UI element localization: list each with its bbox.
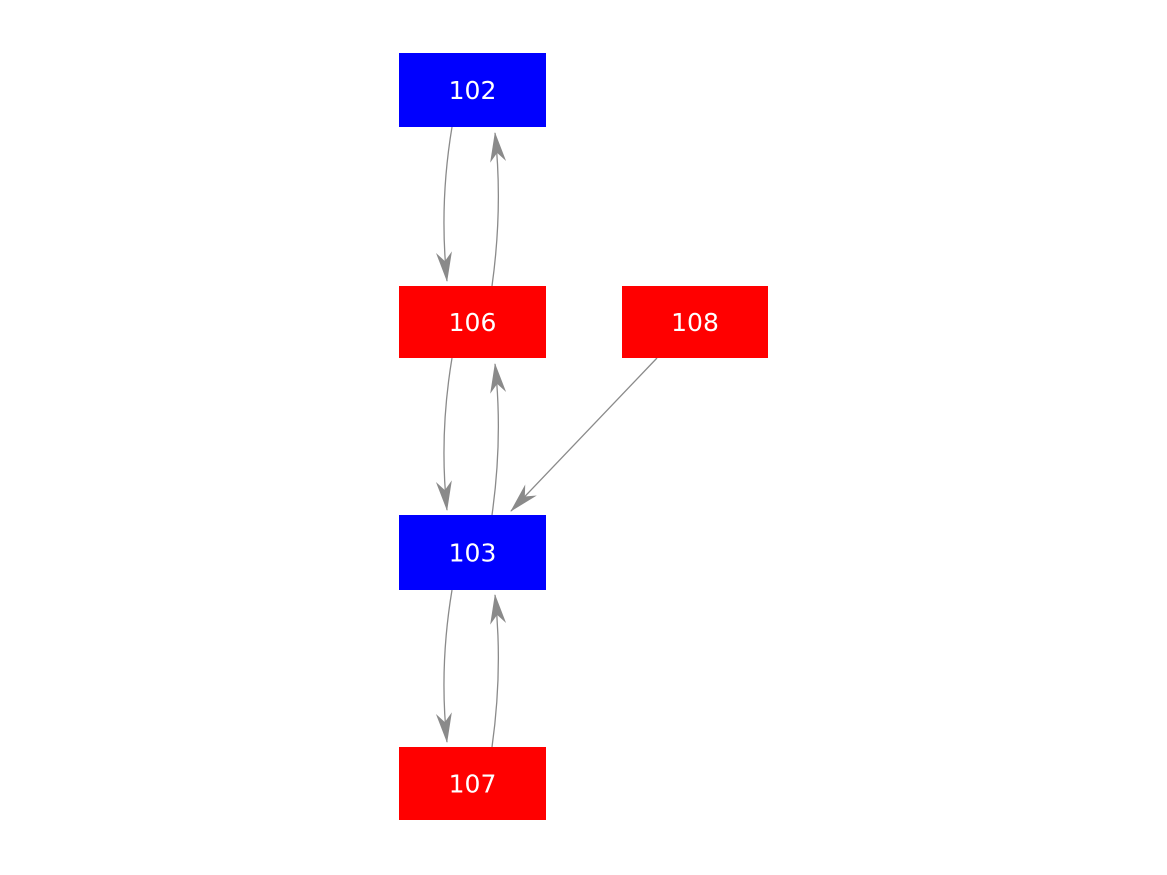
node-108: 108 — [622, 286, 768, 358]
node-106-label: 106 — [449, 308, 497, 337]
edge-103-to-107 — [435, 589, 453, 743]
edge-103-to-106 — [490, 363, 507, 516]
node-103-box — [399, 515, 546, 590]
edges-layer — [435, 126, 658, 748]
node-107-box — [399, 747, 546, 820]
nodes-layer: 102 106 108 103 107 — [399, 53, 768, 820]
node-102: 102 — [399, 53, 546, 127]
node-106-box — [399, 286, 546, 358]
node-103: 103 — [399, 515, 546, 590]
node-107: 107 — [399, 747, 546, 820]
edge-106-to-103 — [435, 357, 453, 511]
node-108-label: 108 — [671, 308, 719, 337]
node-106: 106 — [399, 286, 546, 358]
node-107-label: 107 — [449, 770, 497, 799]
edge-102-to-106 — [436, 126, 453, 282]
edge-106-to-102 — [490, 132, 507, 287]
node-103-label: 103 — [449, 539, 497, 568]
edge-107-to-103 — [490, 594, 507, 748]
node-102-label: 102 — [449, 76, 497, 105]
edge-108-to-103 — [510, 357, 658, 512]
node-108-box — [622, 286, 768, 358]
node-102-box — [399, 53, 546, 127]
